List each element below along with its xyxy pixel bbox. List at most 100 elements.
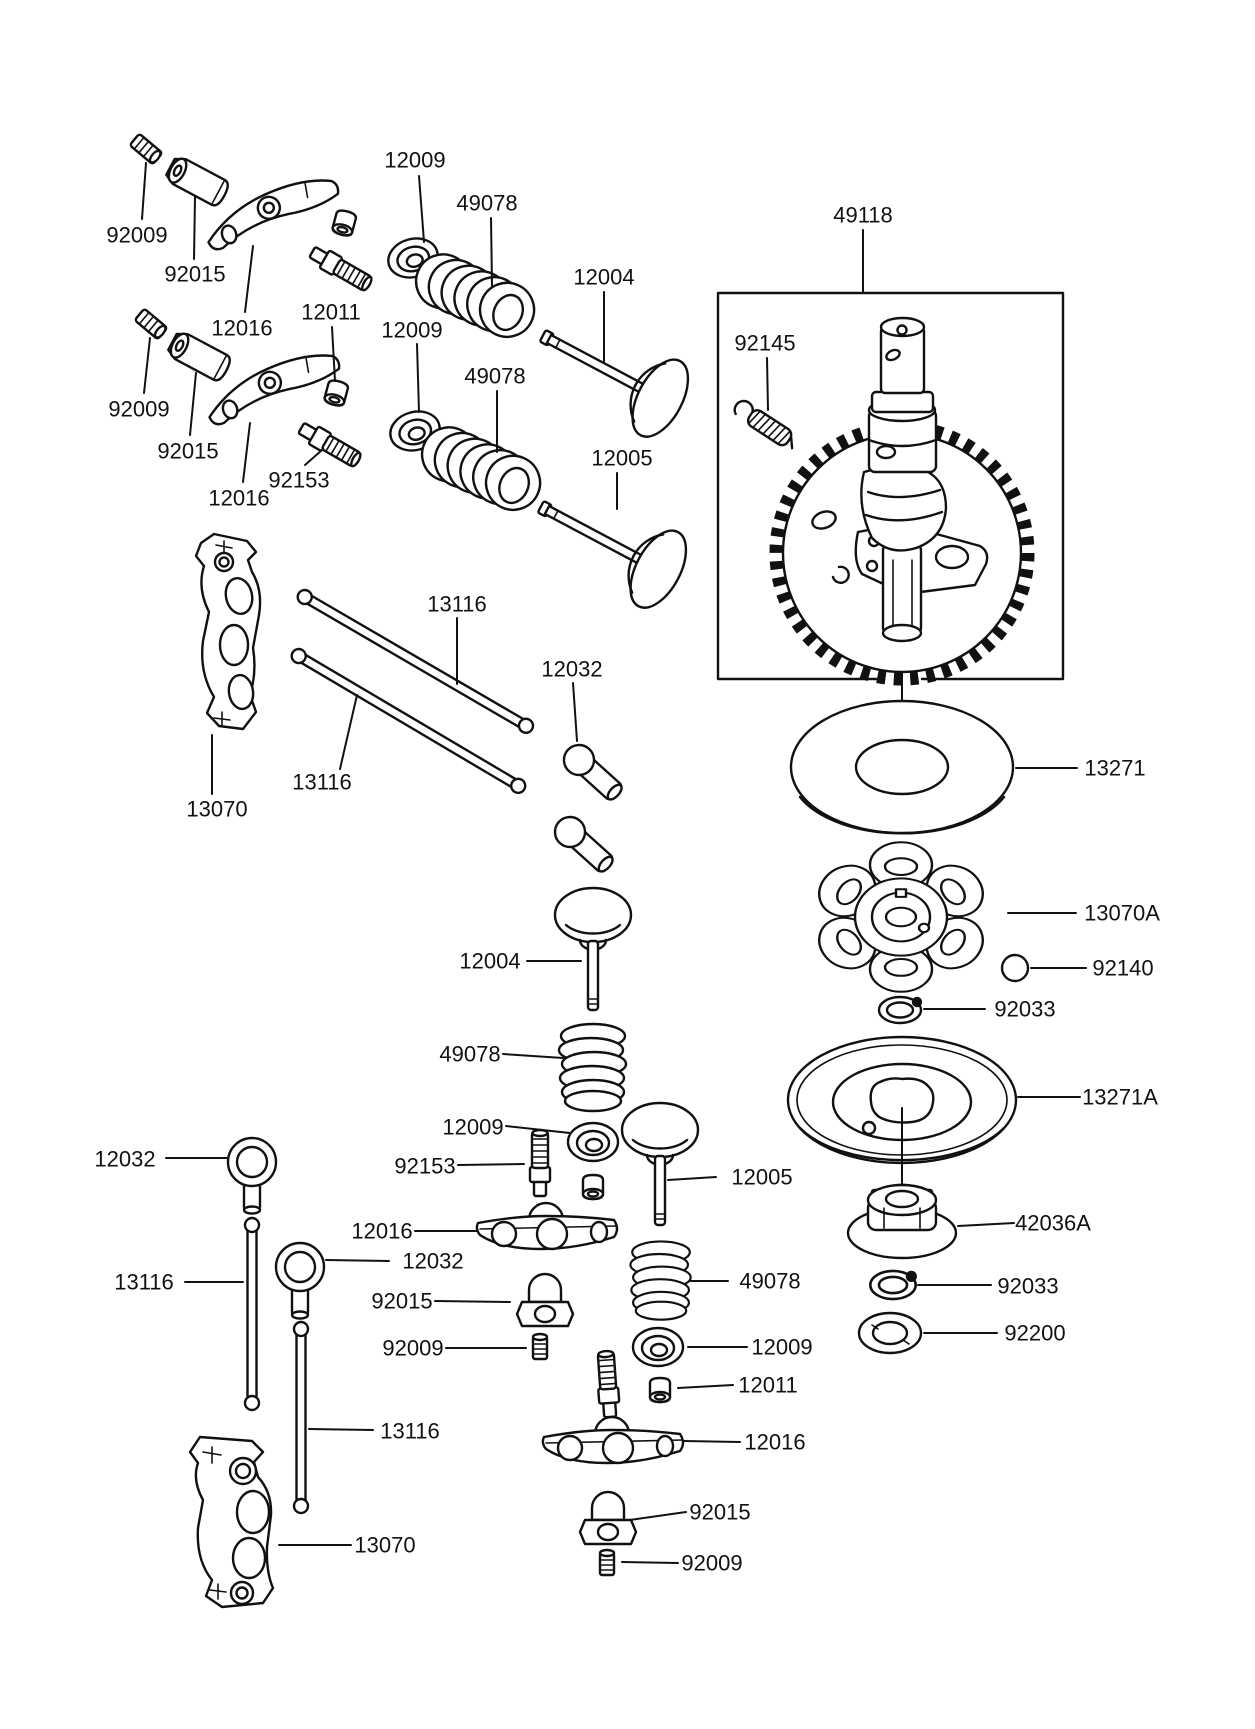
part-number: 12032 <box>402 1249 463 1274</box>
part-number: 92145 <box>734 331 795 356</box>
leader-line <box>418 175 425 243</box>
part-label-12004-6: 12004 <box>573 265 635 363</box>
tappet-12032-3 <box>226 1136 278 1215</box>
adjusting-screw-92153-2 <box>528 1128 552 1198</box>
part-label-13070-46: 13070 <box>278 1533 416 1558</box>
leader-line <box>766 357 769 411</box>
tappet-12032-1 <box>556 737 630 808</box>
part-label-92145-19: 92145 <box>734 331 796 411</box>
part-number: 12009 <box>381 318 442 343</box>
part-number: 49118 <box>833 203 893 228</box>
part-label-92009-35: 92009 <box>382 1336 527 1361</box>
part-number: 12032 <box>541 657 602 682</box>
leader-line <box>308 1428 374 1431</box>
circlip-92033-2 <box>869 1269 917 1301</box>
adjusting-screw-1 <box>306 242 376 295</box>
leader-line <box>457 1163 525 1166</box>
leader-line <box>242 422 251 483</box>
labels-layer: 9200992015120161201112009490781200492009… <box>94 148 1160 1576</box>
part-number: 13271A <box>1082 1085 1158 1110</box>
rocker-arm-12016-3 <box>475 1201 619 1251</box>
part-number: 13070A <box>1084 901 1160 926</box>
part-number: 92033 <box>994 997 1055 1022</box>
part-number: 12004 <box>573 265 634 290</box>
set-screw-92009-1 <box>128 132 164 166</box>
part-label-12016-9: 12016 <box>208 422 270 511</box>
push-rod-13116-4 <box>292 1320 310 1515</box>
part-number: 12004 <box>459 949 520 974</box>
set-screw-92009-2 <box>133 307 169 341</box>
valve-12005-2 <box>620 1101 700 1227</box>
part-label-92033-26: 92033 <box>917 1274 1059 1299</box>
washer-13271 <box>789 699 1015 835</box>
part-number: 12009 <box>384 148 445 173</box>
part-label-12032-33: 12032 <box>325 1249 464 1274</box>
part-label-13271-20: 13271 <box>1015 756 1146 781</box>
part-number: 92015 <box>689 1500 750 1525</box>
governor-holder-13070A <box>818 841 984 993</box>
part-label-12011-39: 12011 <box>677 1373 798 1398</box>
leader-line <box>502 1053 564 1059</box>
leader-line <box>505 1125 571 1134</box>
push-rod-13116-1 <box>296 588 535 734</box>
part-label-13116-16: 13116 <box>292 694 358 795</box>
part-label-92200-27: 92200 <box>923 1321 1066 1346</box>
leader-line <box>677 1384 734 1389</box>
part-number: 12009 <box>751 1335 812 1360</box>
adjusting-screw-92153-1 <box>295 418 365 471</box>
part-label-49118-18: 49118 <box>833 203 893 293</box>
pivot-92015-3 <box>515 1272 575 1328</box>
plate-13271A <box>786 1035 1018 1201</box>
part-label-92033-23: 92033 <box>923 997 1056 1022</box>
part-number: 92033 <box>997 1274 1058 1299</box>
part-number: 92015 <box>164 262 225 287</box>
part-number: 13116 <box>427 592 487 617</box>
part-label-12011-3: 12011 <box>301 300 361 382</box>
part-number: 92200 <box>1004 1321 1065 1346</box>
leader-line <box>957 1222 1015 1227</box>
leader-line <box>325 1259 390 1262</box>
part-number: 92015 <box>371 1289 432 1314</box>
part-label-92140-22: 92140 <box>1030 956 1154 981</box>
governor-sleeve-42036A <box>846 1183 958 1260</box>
part-label-13070-17: 13070 <box>186 734 248 822</box>
part-number: 42036A <box>1015 1211 1091 1236</box>
push-rod-13116-2 <box>290 647 527 795</box>
part-number: 92153 <box>394 1154 455 1179</box>
part-label-12009-4: 12009 <box>384 148 446 243</box>
part-label-12009-11: 12009 <box>381 318 443 413</box>
valve-train-center <box>475 886 700 1577</box>
circlip-92033-1 <box>877 995 923 1025</box>
part-number: 49078 <box>439 1042 500 1067</box>
leader-line <box>683 1440 741 1443</box>
part-number: 12009 <box>442 1115 503 1140</box>
tappet-12032-2 <box>547 809 621 880</box>
pivot-92015-1 <box>162 153 233 210</box>
leader-line <box>490 217 493 287</box>
part-label-92009-7: 92009 <box>108 337 170 422</box>
part-label-92015-8: 92015 <box>157 372 219 464</box>
valve-cap-12011-2 <box>648 1376 672 1404</box>
valve-12004-1 <box>521 297 701 447</box>
part-number: 49078 <box>739 1269 800 1294</box>
part-label-92153-10: 92153 <box>268 449 330 493</box>
part-label-12016-40: 12016 <box>683 1430 806 1455</box>
push-rod-13116-3 <box>243 1216 261 1412</box>
valve-cap-1 <box>330 207 359 239</box>
leader-line <box>339 694 358 770</box>
part-number: 13116 <box>380 1419 440 1444</box>
part-label-12016-2: 12016 <box>211 245 273 341</box>
part-label-13271A-24: 13271A <box>1017 1085 1158 1110</box>
guide-plate-13070-2 <box>188 1435 275 1609</box>
part-number: 13070 <box>354 1533 415 1558</box>
part-label-13116-44: 13116 <box>114 1270 244 1295</box>
leader-line <box>143 337 151 394</box>
part-label-92015-34: 92015 <box>371 1289 511 1314</box>
leader-line <box>629 1511 687 1521</box>
rocker-assembly-intake-top <box>128 132 701 447</box>
part-label-12005-13: 12005 <box>591 446 653 510</box>
part-number: 92009 <box>108 397 169 422</box>
valve-spring-49078-3 <box>557 1022 628 1113</box>
part-number: 92153 <box>268 468 329 493</box>
